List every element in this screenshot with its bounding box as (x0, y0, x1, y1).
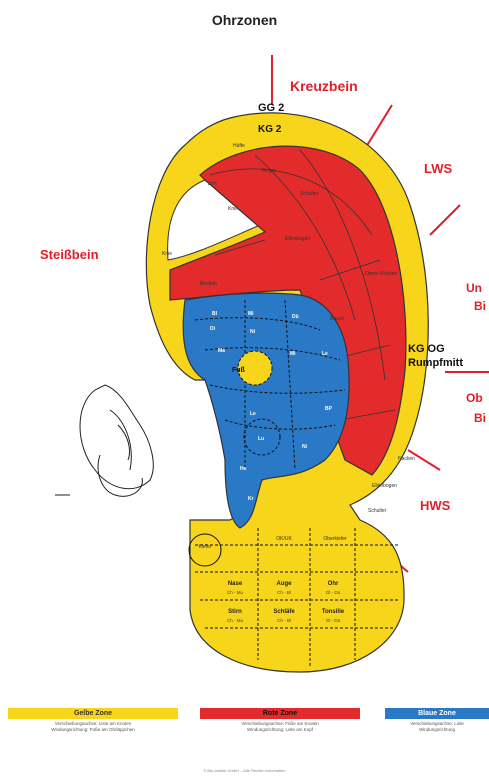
svg-text:Schulter: Schulter (368, 508, 387, 514)
label-kreuzbein: Kreuzbein (290, 78, 358, 94)
lobe-ohr: Ohr (328, 581, 339, 587)
svg-text:Finger: Finger (262, 168, 277, 174)
svg-text:Ni: Ni (302, 444, 308, 450)
svg-text:Knie: Knie (228, 206, 238, 212)
lobe-kiefer: Kiefer (198, 544, 211, 550)
svg-text:Mi: Mi (290, 351, 296, 357)
svg-text:He: He (240, 466, 247, 472)
lobe-ohr-sub: Gl - Dü (326, 590, 341, 595)
svg-text:Schulter: Schulter (300, 191, 319, 197)
label-fuss: Fuß (232, 367, 246, 374)
svg-text:Le: Le (322, 351, 328, 357)
label-kg2: KG 2 (258, 124, 282, 135)
legend-yellow-desc: Verschiebungsachse: Liste am Knoten Wind… (8, 721, 178, 733)
label-hws: HWS (420, 498, 451, 513)
svg-text:Obere Rücken: Obere Rücken (365, 271, 397, 277)
svg-text:Becken: Becken (200, 281, 217, 287)
svg-text:Zeh: Zeh (208, 181, 217, 187)
lobe-tonsille: Tonsille (322, 609, 345, 615)
head-sketch (55, 385, 153, 496)
svg-text:Ellenbogen: Ellenbogen (372, 483, 397, 489)
svg-text:Kr: Kr (248, 496, 254, 502)
svg-text:Hüfte: Hüfte (233, 143, 245, 149)
legend-yellow-bar: Gelbe Zone (8, 708, 178, 719)
lobe-schlaefe-sub: Ch - Bl (277, 618, 291, 623)
svg-text:Ellenbogen: Ellenbogen (285, 236, 310, 242)
label-ob: Ob (466, 391, 483, 405)
svg-text:Ma: Ma (218, 348, 225, 354)
legend-red-desc: Verschiebungsachse: Füße am Knoten Windu… (200, 721, 360, 733)
lobe-stirn: Stirn (228, 609, 242, 615)
svg-text:Ni: Ni (250, 329, 256, 335)
svg-text:Lu: Lu (258, 436, 264, 442)
legend-blue-desc: Verschiebungsachse: Liste Windungsrichtu… (385, 721, 489, 733)
label-rumpfmitt: Rumpfmitt (408, 357, 463, 369)
svg-text:Dü: Dü (292, 314, 299, 320)
lobe-stirn-sub: Ch - Mu (227, 618, 244, 623)
svg-text:Knie: Knie (162, 251, 172, 257)
label-bi-2: Bi (474, 411, 486, 425)
lobe-tonsille-sub: Gl - Dü (326, 618, 341, 623)
lobe-oberkiefer: Oberkiefer (323, 536, 347, 542)
label-kg-og: KG OG (408, 343, 445, 355)
svg-text:BP: BP (325, 406, 333, 412)
lobe-nase: Nase (228, 581, 243, 587)
svg-text:Le: Le (250, 411, 256, 417)
legend-yellow: Gelbe Zone Verschiebungsachse: Liste am … (8, 708, 178, 746)
lobe-auge: Auge (277, 581, 293, 587)
label-steissbein: Steißbein (40, 247, 99, 262)
svg-text:Bauch: Bauch (330, 316, 344, 322)
legend-blue-bar: Blaue Zone (385, 708, 489, 719)
ear-diagram: BlMiDü DiNi MaMiLe LeBP LuNiHe Kr Hüfte … (0, 0, 489, 700)
svg-text:Nacken: Nacken (398, 456, 415, 462)
legend-red-bar: Rote Zone (200, 708, 360, 719)
lobe-nase-sub: Ch - Mu (227, 590, 244, 595)
label-un: Un (466, 281, 482, 295)
legend-red: Rote Zone Verschiebungsachse: Füße am Kn… (200, 708, 360, 746)
lobe-schlaefe: Schläfe (273, 609, 295, 615)
svg-text:Bl: Bl (212, 311, 218, 317)
label-lws: LWS (424, 161, 452, 176)
lobe-okuk: OK/UK (276, 536, 292, 542)
svg-text:Di: Di (210, 326, 216, 332)
copyright: © Bio-Institut GmbH – Alle Rechte vorbeh… (0, 768, 489, 773)
label-bi-1: Bi (474, 299, 486, 313)
label-gg2: GG 2 (258, 102, 284, 114)
lobe-auge-sub: Ch - Bl (277, 590, 291, 595)
legend-blue: Blaue Zone Verschiebungsachse: Liste Win… (385, 708, 489, 746)
svg-text:Mi: Mi (248, 311, 254, 317)
